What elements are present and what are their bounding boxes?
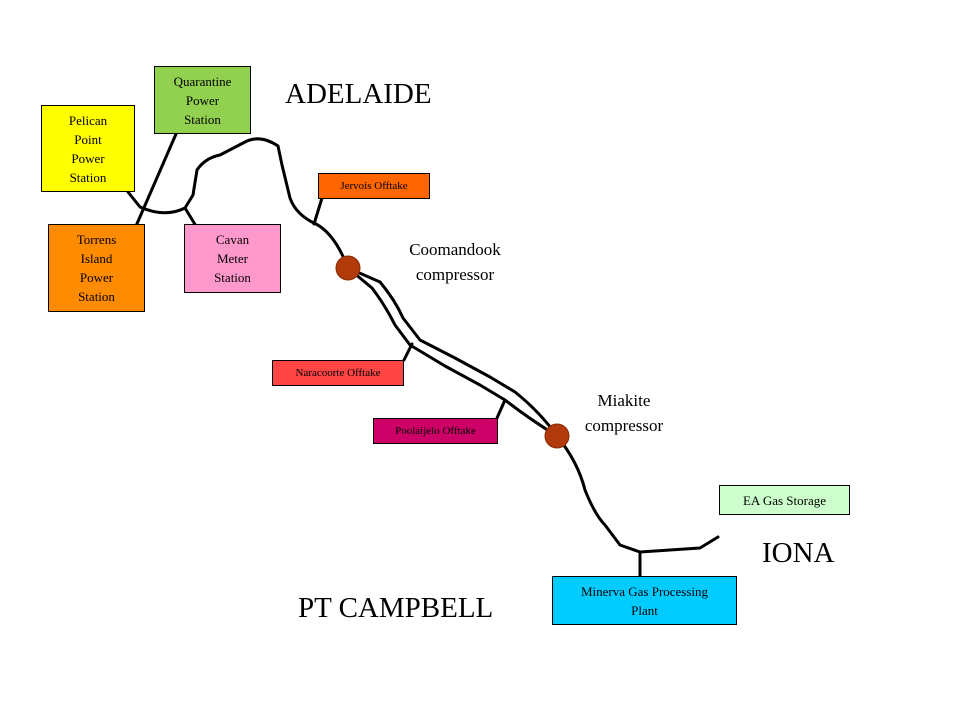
pelican-point-power-station: Pelican Point Power Station	[41, 105, 135, 192]
region-adelaide: ADELAIDE	[285, 78, 432, 110]
miakite-compressor-node	[544, 423, 570, 449]
pipe-twin-upper	[346, 266, 559, 438]
ea-gas-storage: EA Gas Storage	[719, 485, 850, 515]
coomandook-compressor-node	[335, 255, 361, 281]
minerva-gas-processing-plant: Minerva Gas Processing Plant	[552, 576, 737, 625]
poolaijelo-offtake: Poolaijelo Offtake	[373, 418, 498, 444]
quarantine-power-station: Quarantine Power Station	[154, 66, 251, 134]
naracoorte-offtake: Naracoorte Offtake	[272, 360, 404, 386]
pipe-poolaijelo	[495, 398, 507, 420]
cavan-meter-station: Cavan Meter Station	[184, 224, 281, 293]
pipe-miakite-iona	[555, 434, 720, 554]
pipe-quarantine-torrens	[134, 132, 178, 228]
pipe-naracoorte	[402, 342, 414, 362]
pipe-jervois	[312, 196, 324, 226]
pipe-pelican-connector	[126, 190, 187, 215]
torrens-island-power-station: Torrens Island Power Station	[48, 224, 145, 312]
pipe-twin-lower	[346, 266, 559, 438]
jervois-offtake: Jervois Offtake	[318, 173, 430, 199]
region-iona: IONA	[762, 537, 835, 569]
pipe-adelaide-loop	[183, 137, 350, 270]
region-pt-campbell: PT CAMPBELL	[298, 592, 494, 624]
miakite-compressor-label: Miakite compressor	[584, 391, 664, 435]
pipe-cavan-connector	[183, 206, 198, 228]
coomandook-compressor-label: Coomandook compressor	[409, 240, 501, 284]
